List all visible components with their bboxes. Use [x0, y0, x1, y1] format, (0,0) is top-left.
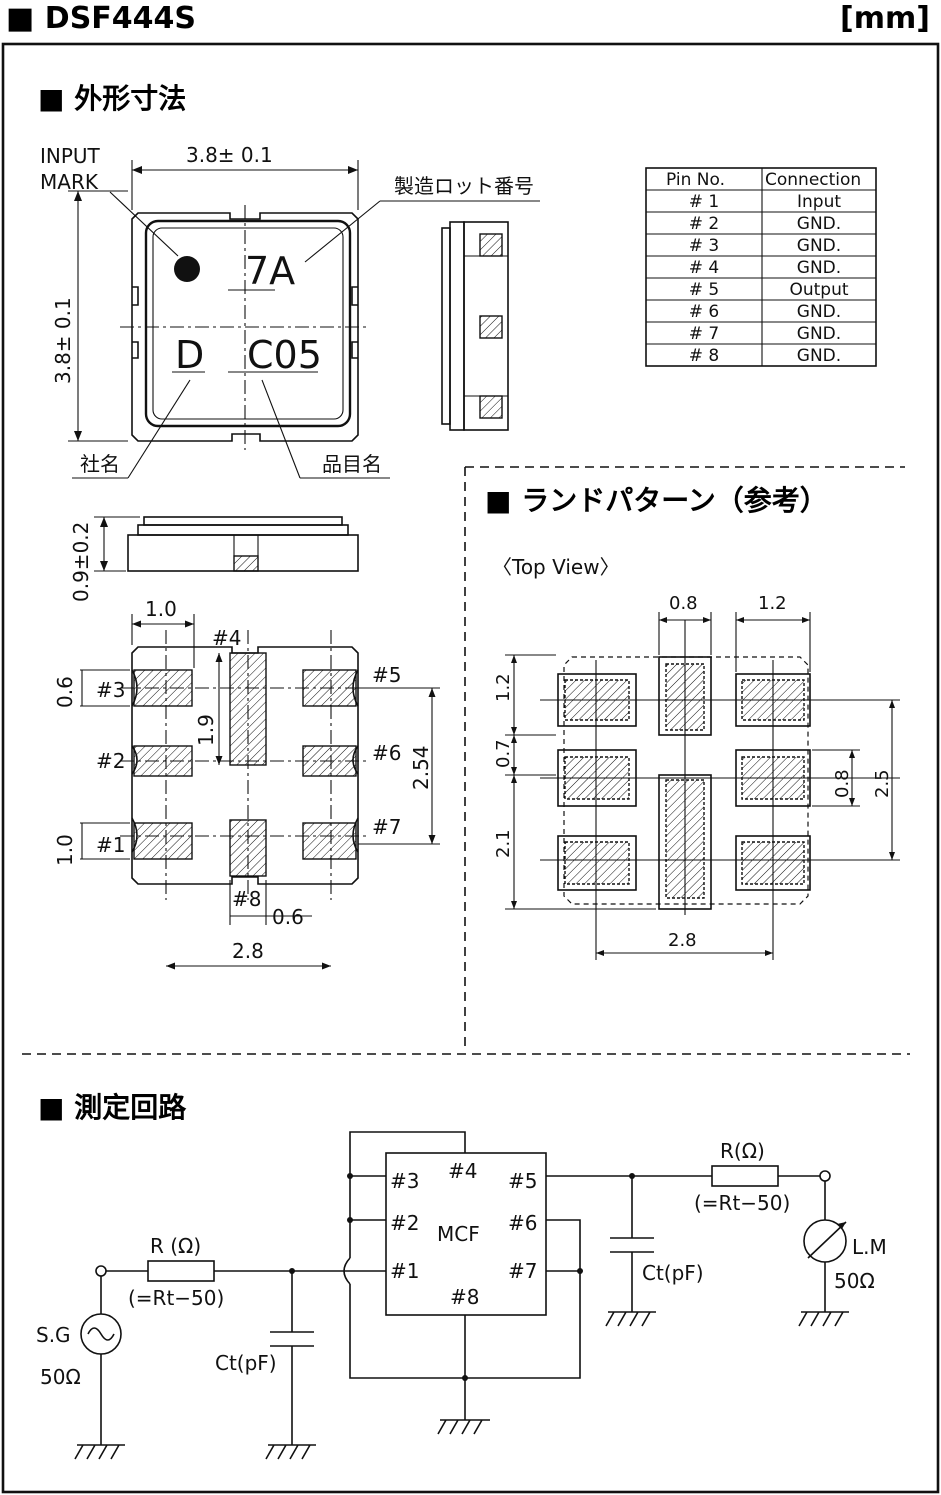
- pin-table-cell-connection: Output: [789, 280, 848, 300]
- bv-pin2: #2: [96, 749, 125, 773]
- pin-table-cell-pin: # 5: [689, 280, 719, 300]
- lp-dim-top-h: 1.2: [493, 673, 514, 702]
- product-name-label: 品目名: [322, 452, 382, 476]
- ct-right-label: Ct(pF): [642, 1261, 704, 1285]
- mcf-pin5: #5: [508, 1169, 537, 1193]
- pin-table-cell-connection: Input: [797, 192, 841, 212]
- pin-table-cell-pin: # 2: [689, 214, 719, 234]
- input-mark-dot: [174, 256, 200, 282]
- signal-generator-icon: [80, 1313, 122, 1355]
- input-mark-label-1: INPUT: [40, 144, 101, 168]
- package-bottom-view: [120, 630, 370, 900]
- land-pattern-dimensions: 0.8 1.2 1.2 0.7 2.1 0.8 2.5 2.8: [493, 593, 895, 956]
- company-name-label: 社名: [80, 452, 120, 476]
- bv-pin8: #8: [232, 887, 261, 911]
- section-outline-title: ■ 外形寸法: [38, 82, 186, 115]
- lp-dim-pad-h: 0.8: [832, 769, 853, 798]
- r-right-eq: (=Rt−50): [694, 1191, 790, 1215]
- marking-lot: 7A: [245, 249, 295, 293]
- outline-dimensions: 3.8± 0.1 3.8± 0.1 INPUT MARK 製造ロット番号 社名 …: [40, 143, 540, 479]
- frame-border: [1, 42, 940, 1494]
- dim-width: 3.8± 0.1: [186, 143, 273, 167]
- bv-dim-span: 2.8: [232, 939, 264, 963]
- pin-table-cell-connection: GND.: [797, 302, 841, 322]
- pin-table-cell-connection: GND.: [797, 324, 841, 344]
- bv-dim-pad-h-top: 0.6: [53, 676, 77, 708]
- marking-company: D: [175, 333, 204, 377]
- mcf-pin7: #7: [508, 1259, 537, 1283]
- r-left-eq: (=Rt−50): [128, 1286, 224, 1310]
- pin-table-header-pin: Pin No.: [666, 170, 725, 190]
- pin-table-cell-pin: # 8: [689, 346, 719, 366]
- lp-dim-bottom-h: 2.1: [493, 829, 514, 858]
- bottom-view-labels: #3 #2 #1 #4 #5 #6 #7 #8 1.0 0.6 1.0 1.9 …: [53, 597, 440, 970]
- resistor-right: [711, 1165, 779, 1187]
- pin-table-cell-pin: # 3: [689, 236, 719, 256]
- bv-pin1: #1: [96, 833, 125, 857]
- sg-label: S.G: [36, 1323, 71, 1347]
- package-front-view: 0.9±0.2: [69, 516, 359, 602]
- dim-height: 3.8± 0.1: [51, 297, 75, 384]
- r-right-label: R(Ω): [720, 1139, 765, 1163]
- pin-table-cell-connection: GND.: [797, 346, 841, 366]
- package-side-view: [441, 221, 509, 431]
- pin-table-cell-connection: GND.: [797, 236, 841, 256]
- mcf-pin6: #6: [508, 1211, 537, 1235]
- bv-dim-center-w: 0.6: [272, 905, 304, 929]
- bv-dim-pitch-v: 2.54: [409, 745, 433, 790]
- dim-thickness: 0.9±0.2: [69, 522, 93, 602]
- pin-table-cell-connection: GND.: [797, 258, 841, 278]
- bv-pin7: #7: [372, 815, 401, 839]
- r-left-label: R (Ω): [150, 1234, 201, 1258]
- mcf-label: MCF: [437, 1222, 480, 1246]
- resistor-left: [147, 1260, 215, 1282]
- lp-dim-span: 2.8: [668, 930, 697, 951]
- pin-table-cell-pin: # 7: [689, 324, 719, 344]
- package-top-view: 7A D C05: [120, 205, 370, 450]
- marking-product: C05: [247, 333, 322, 377]
- ct-left-label: Ct(pF): [215, 1351, 277, 1375]
- lp-dim-gap: 0.7: [493, 739, 514, 768]
- land-pattern-drawing: [540, 620, 900, 960]
- mcf-pin3: #3: [390, 1169, 419, 1193]
- mcf-pin2: #2: [390, 1211, 419, 1235]
- section-circuit-title: ■ 測定回路: [38, 1091, 187, 1124]
- lp-dim-center-w: 0.8: [669, 593, 698, 614]
- lp-dim-pitch: 2.5: [872, 769, 893, 798]
- lm-impedance: 50Ω: [834, 1269, 875, 1293]
- pin-table-cell-connection: GND.: [797, 214, 841, 234]
- pin-table-cell-pin: # 1: [689, 192, 719, 212]
- mcf-pin4: #4: [448, 1159, 477, 1183]
- section-land-title: ■ ランドパターン（参考）: [485, 484, 828, 517]
- lm-label: L.M: [852, 1235, 887, 1259]
- pin-table-cell-pin: # 4: [689, 258, 719, 278]
- circuit-labels: R (Ω) (=Rt−50) Ct(pF) S.G 50Ω MCF #3 #2 …: [36, 1139, 887, 1389]
- bv-dim-pad-h-bottom: 1.0: [53, 834, 77, 866]
- product-title: ■ DSF444S: [6, 1, 196, 36]
- bv-pin5: #5: [372, 663, 401, 687]
- land-view-label: 〈Top View〉: [492, 555, 620, 579]
- bv-pin6: #6: [372, 741, 401, 765]
- bv-dim-pad-w: 1.0: [145, 597, 177, 621]
- pin-table-cell-pin: # 6: [689, 302, 719, 322]
- page-header: ■ DSF444S [mm]: [6, 1, 930, 36]
- mcf-pin8: #8: [450, 1285, 479, 1309]
- mcf-pin1: #1: [390, 1259, 419, 1283]
- pin-table: Pin No. Connection # 1 Input # 2 GND. # 3 GND…: [645, 167, 877, 367]
- mcf-block: [385, 1152, 547, 1316]
- lot-number-label: 製造ロット番号: [394, 174, 534, 198]
- lp-dim-pad-w: 1.2: [758, 593, 787, 614]
- measurement-circuit: [74, 1131, 849, 1460]
- sg-impedance: 50Ω: [40, 1365, 81, 1389]
- level-meter-icon: [803, 1219, 847, 1263]
- bv-pin3: #3: [96, 678, 125, 702]
- pin-table-header-connection: Connection: [765, 170, 861, 190]
- unit-label: [mm]: [840, 1, 930, 36]
- bv-pin4: #4: [212, 626, 241, 650]
- input-mark-label-2: MARK: [40, 170, 99, 194]
- bv-dim-center-h: 1.9: [194, 714, 218, 746]
